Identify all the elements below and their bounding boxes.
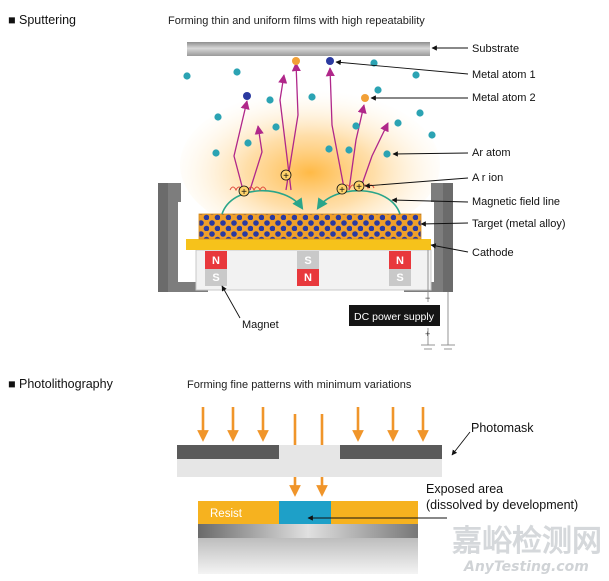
cathode bbox=[186, 239, 431, 250]
photomask-leader bbox=[451, 431, 471, 456]
cathode-leader bbox=[430, 243, 469, 253]
label-cathode: Cathode bbox=[472, 247, 514, 259]
metal-atom-1 bbox=[326, 57, 334, 65]
ar-ion-charge-2: + bbox=[283, 171, 289, 182]
ar-ion-charge-4: + bbox=[356, 182, 362, 193]
metal-atom-2 bbox=[292, 57, 300, 65]
plasma-glow bbox=[180, 90, 440, 240]
magnet-left-south-label: S bbox=[212, 272, 219, 284]
label-ar-atom: Ar atom bbox=[472, 147, 511, 159]
target-leader bbox=[420, 221, 469, 227]
ar-ions: + + + + bbox=[238, 169, 365, 198]
magnet-center: S N bbox=[297, 251, 319, 286]
sputtering-heading: ■ Sputtering bbox=[8, 13, 76, 27]
dc-power-supply-box bbox=[349, 305, 440, 326]
vacuum-chamber bbox=[158, 183, 453, 292]
magnet-center-north-label: N bbox=[304, 272, 312, 284]
photolithography-heading: ■ Photolithography bbox=[8, 377, 114, 391]
light-arrows bbox=[197, 407, 429, 497]
magnet-right-south-label: S bbox=[396, 272, 403, 284]
magnet-right-north-label: N bbox=[396, 255, 404, 267]
metal-atom-1-leader bbox=[335, 59, 469, 75]
label-exposed-area-line2: (dissolved by development) bbox=[426, 498, 578, 512]
label-metal-atom-1: Metal atom 1 bbox=[472, 69, 536, 81]
ar-atoms bbox=[183, 59, 436, 158]
ar-ion-charge-3: + bbox=[339, 185, 345, 196]
label-dc-power-supply: DC power supply bbox=[354, 311, 435, 323]
magnet-center-south-label: S bbox=[304, 255, 311, 267]
power-wiring bbox=[421, 250, 455, 350]
photomask bbox=[177, 445, 442, 477]
watermark-cn: 嘉峪检测网 bbox=[452, 524, 602, 559]
metal-atom-1-b bbox=[243, 92, 251, 100]
label-magnetic-field-line: Magnetic field line bbox=[472, 196, 560, 208]
magnet-right: N S bbox=[389, 251, 411, 286]
label-substrate: Substrate bbox=[472, 43, 519, 55]
ar-atom-leader bbox=[392, 151, 469, 157]
magnet-left-north-label: N bbox=[212, 255, 220, 267]
ar-ion-leader bbox=[364, 177, 469, 189]
field-line-leader bbox=[391, 197, 469, 203]
label-metal-atom-2: Metal atom 2 bbox=[472, 92, 536, 104]
label-photomask: Photomask bbox=[471, 421, 534, 435]
ar-ion-charge-1: + bbox=[241, 187, 247, 198]
sputtering-subtitle: Forming thin and uniform films with high… bbox=[168, 15, 425, 27]
particle-trajectories bbox=[233, 62, 389, 191]
substrate bbox=[187, 42, 430, 56]
label-exposed-area-line1: Exposed area bbox=[426, 482, 503, 496]
polarity-minus: − bbox=[425, 293, 430, 303]
metal-atom-2-b bbox=[361, 94, 369, 102]
label-resist: Resist bbox=[210, 508, 243, 520]
magnet-left: N S bbox=[205, 251, 227, 286]
magnet-leader bbox=[221, 285, 241, 319]
target-metal-alloy bbox=[198, 213, 422, 240]
polarity-plus: + bbox=[425, 329, 430, 339]
watermark-en: AnyTesting.com bbox=[463, 559, 589, 575]
label-magnet: Magnet bbox=[242, 319, 279, 331]
label-ar-ion: A r ion bbox=[472, 172, 503, 184]
photolithography-subtitle: Forming fine patterns with minimum varia… bbox=[187, 379, 412, 391]
label-target: Target (metal alloy) bbox=[472, 218, 566, 230]
